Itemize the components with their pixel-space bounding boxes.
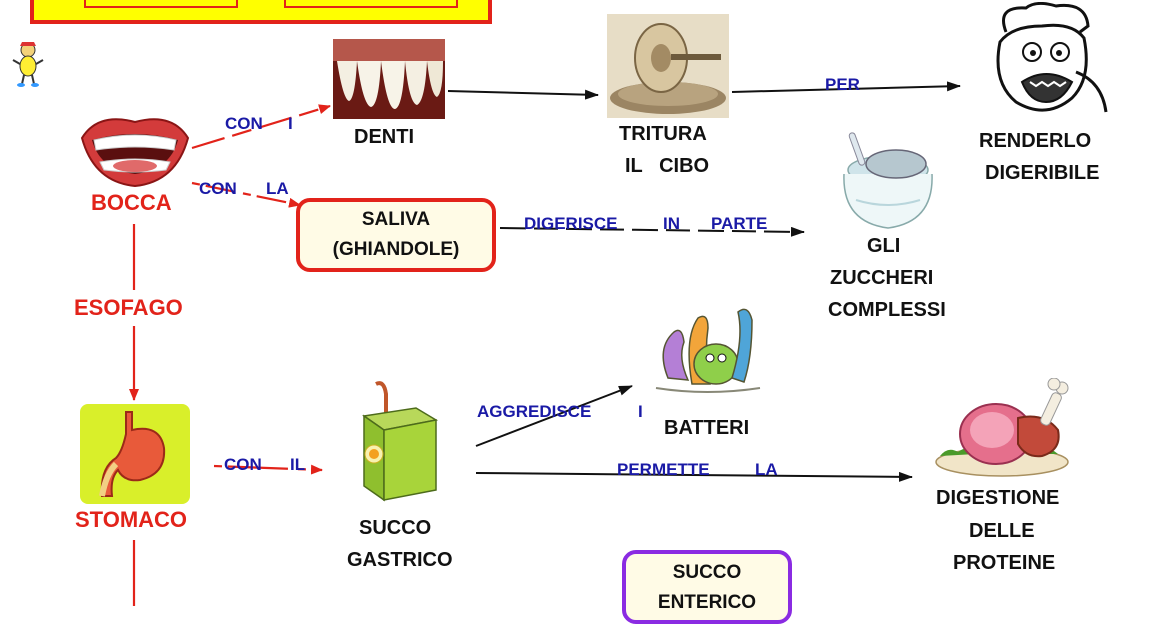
node-stomaco: STOMACO	[75, 507, 188, 532]
face-icon	[996, 2, 1108, 113]
link-saliva-zuccheri	[499, 226, 805, 237]
link-label-permette: PERMETTE	[617, 460, 710, 479]
millstone-icon	[607, 14, 729, 118]
ham-icon	[935, 378, 1069, 477]
mouth-icon	[80, 118, 190, 188]
link-label-digerisce: DIGERISCE	[524, 214, 618, 233]
title-banner-inner-left	[84, 0, 238, 8]
link-label-parte: PARTE	[711, 214, 768, 233]
title-banner	[30, 0, 492, 24]
node-renderlo-2: DIGERIBILE	[985, 162, 1100, 184]
node-bocca: BOCCA	[91, 190, 172, 215]
node-zuccheri-1: GLI	[867, 235, 901, 257]
link-label-con-i-2: I	[288, 114, 293, 133]
link-label-con-la-1: CON	[199, 179, 237, 198]
node-zuccheri-3: COMPLESSI	[828, 299, 946, 321]
link-label-in: IN	[663, 214, 680, 233]
link-bocca-denti	[191, 104, 331, 150]
link-label-con-il-2: IL	[290, 455, 306, 474]
juice-box-icon	[362, 381, 439, 502]
mascot-icon	[12, 42, 44, 87]
link-tritura-renderlo	[731, 81, 961, 93]
node-tritura-1: TRITURA	[619, 123, 707, 145]
bacteria-icon	[655, 308, 761, 393]
teeth-icon	[333, 39, 445, 119]
link-label-i: I	[638, 402, 643, 421]
node-digestione-2: DELLE	[969, 520, 1035, 542]
link-denti-tritura	[447, 89, 599, 100]
link-succo-batteri	[475, 385, 633, 447]
succo-enterico-box: SUCCO ENTERICO	[622, 550, 792, 624]
sugar-bowl-icon	[843, 132, 933, 229]
node-digestione-3: PROTEINE	[953, 552, 1056, 574]
node-denti: DENTI	[354, 126, 414, 148]
link-label-aggredisce: AGGREDISCE	[477, 402, 592, 421]
title-banner-inner-right	[284, 0, 458, 8]
node-esofago: ESOFAGO	[74, 295, 183, 320]
node-tritura-2: IL CIBO	[625, 155, 710, 177]
node-batteri: BATTERI	[664, 417, 750, 439]
link-label-con-i-1: CON	[225, 114, 263, 133]
node-digestione-1: DIGESTIONE	[936, 487, 1060, 509]
succo-enterico-label: SUCCO	[672, 562, 742, 583]
link-label-con-la-2: LA	[266, 179, 289, 198]
link-label-per: PER	[825, 75, 860, 94]
node-zuccheri-2: ZUCCHERI	[830, 267, 934, 289]
link-stomaco-succo	[213, 464, 323, 475]
connector-lines	[129, 81, 961, 606]
link-bocca-saliva	[191, 181, 301, 208]
node-succo-gastrico-1: SUCCO	[359, 517, 432, 539]
node-renderlo-1: RENDERLO	[979, 130, 1092, 152]
node-succo-gastrico-2: GASTRICO	[347, 549, 453, 571]
saliva-sublabel: (GHIANDOLE)	[332, 239, 460, 260]
stomach-icon	[80, 404, 190, 504]
saliva-label: SALIVA	[361, 209, 431, 230]
saliva-box: SALIVA (GHIANDOLE)	[296, 198, 496, 272]
succo-enterico-sublabel: ENTERICO	[657, 592, 757, 613]
link-label-la: LA	[755, 460, 778, 479]
link-label-con-il-1: CON	[224, 455, 262, 474]
link-succo-digestione	[475, 471, 913, 482]
